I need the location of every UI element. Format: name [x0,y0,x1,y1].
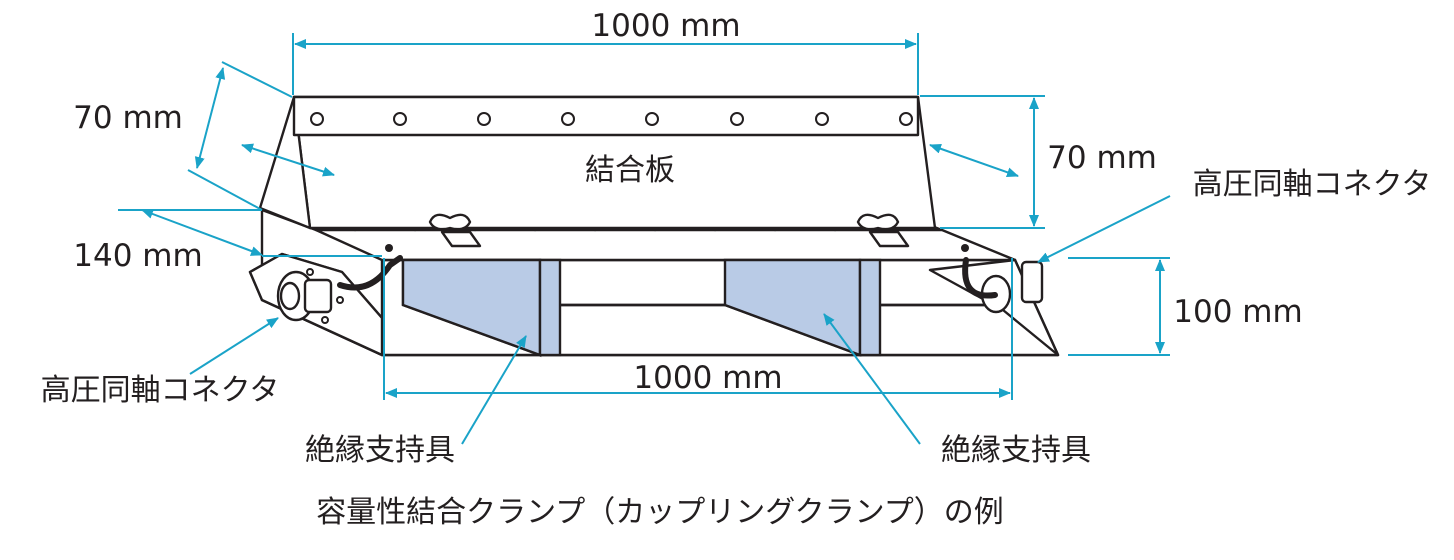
diagram-caption: 容量性結合クランプ（カップリングクランプ）の例 [316,495,1004,530]
clamp-body [248,95,1060,358]
mounting-hole-icon [815,112,829,126]
dim-depth: 140 mm [73,238,202,274]
insulator-right-label: 絶縁支持具 [941,433,1091,468]
mounting-hole-icon [477,112,491,126]
insulator-right [723,258,882,357]
coax-connector-icon [276,270,333,322]
mounting-hole-icon [730,112,744,126]
dimension-lines: 1000 mm 70 mm 70 mm 140 mm 1000 mm 100 m… [73,8,1303,400]
dim-base-height: 100 mm [1173,294,1302,330]
mounting-hole-icon [393,112,407,126]
dim-right-height: 70 mm [1047,140,1157,176]
mounting-hole-icon [561,112,575,126]
leader-lines [189,195,1171,445]
right-end-plate [928,257,1060,357]
coupling-plate [258,95,937,230]
dim-bottom-width: 1000 mm [633,360,782,396]
mounting-hole-icon [385,244,393,252]
mounting-hole-icon [310,112,324,126]
insulator-left-label: 絶縁支持具 [305,433,455,468]
mounting-hole-icon [961,244,969,252]
connector-left-label: 高圧同軸コネクタ [41,373,280,408]
left-end-plate [248,252,403,357]
dim-left-height: 70 mm [73,100,183,136]
insulator-left [399,258,562,358]
connector-right-label: 高圧同軸コネクタ [1193,167,1432,202]
dim-top-width: 1000 mm [591,8,740,44]
mounting-hole-icon [899,112,913,126]
wing-nut-icon [428,213,482,248]
coupling-plate-label: 結合板 [585,153,675,188]
mounting-hole-icon [645,112,659,126]
wing-nut-icon [856,213,910,248]
